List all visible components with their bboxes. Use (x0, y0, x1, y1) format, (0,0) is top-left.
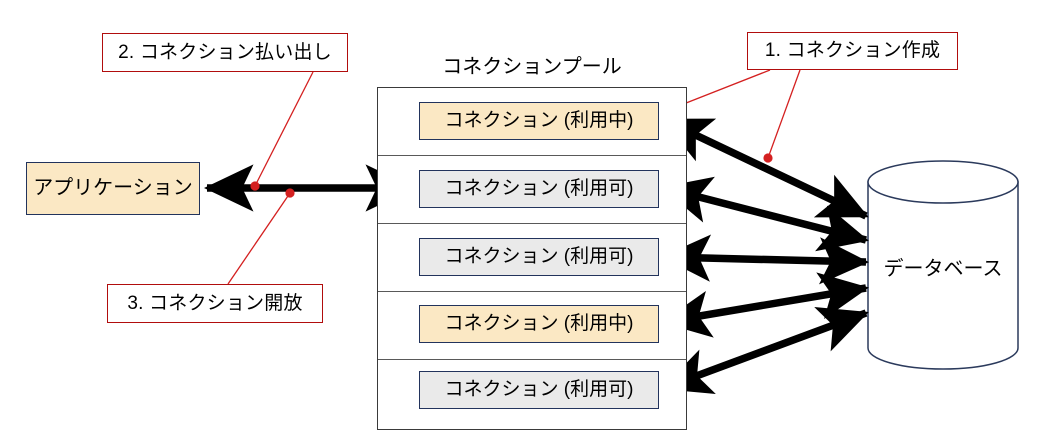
connection-row-2[interactable]: コネクション (利用可) (419, 170, 659, 208)
pool-divider-4 (378, 359, 686, 360)
callout-1-connection-create[interactable]: 1. コネクション作成 (747, 32, 958, 70)
leader-callout-3 (227, 188, 295, 285)
connection-row-3[interactable]: コネクション (利用可) (419, 238, 659, 276)
connection-row-5[interactable]: コネクション (利用可) (419, 371, 659, 409)
leader-callout-2 (250, 71, 314, 191)
arrow-pool-row-3-to-db (661, 234, 869, 285)
connection-row-1[interactable]: コネクション (利用中) (419, 102, 659, 140)
arrow-pool-row-4-to-db (661, 272, 869, 338)
connection-pool-title: コネクションプール (442, 55, 622, 78)
pool-divider-3 (378, 291, 686, 292)
pool-divider-1 (378, 155, 686, 156)
database-label: データベース (883, 258, 1003, 280)
application-box[interactable]: アプリケーション (26, 162, 200, 215)
leader-callout-1 (676, 69, 801, 163)
arrow-pool-row-5-to-db (661, 307, 869, 394)
callout-2-connection-lease[interactable]: 2. コネクション払い出し (102, 33, 348, 72)
callout-3-connection-release[interactable]: 3. コネクション開放 (107, 284, 323, 323)
connection-row-4[interactable]: コネクション (利用中) (419, 305, 659, 343)
arrow-pool-row-2-to-db (661, 176, 869, 252)
pool-divider-2 (378, 223, 686, 224)
arrow-pool-row-1-to-db (661, 116, 869, 220)
